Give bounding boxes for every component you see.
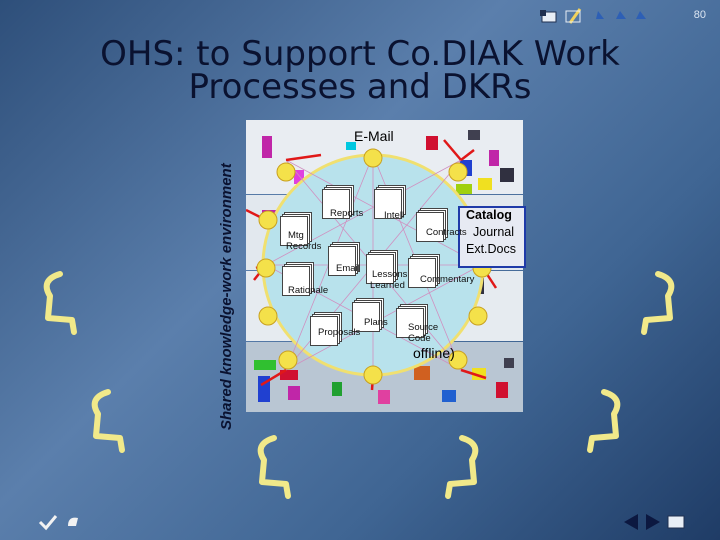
arrow-icon[interactable] [596, 11, 604, 19]
person-figure-6 [641, 271, 675, 335]
email-label: E-Mail [354, 128, 394, 144]
label-records: Records [286, 241, 322, 252]
label-proposals: Proposals [318, 327, 361, 338]
doc-stack-email[interactable] [328, 242, 360, 276]
doc-stack-intell[interactable] [374, 185, 406, 219]
label-ext-docs: Ext.Docs [466, 242, 517, 256]
bottom-left-controls [38, 515, 78, 531]
label-catalog: Catalog [466, 208, 512, 222]
home-icon[interactable] [540, 10, 557, 23]
bottom-right-controls [624, 514, 685, 530]
label-code: Code [408, 333, 431, 344]
label-email: Email [336, 263, 360, 274]
prev-slide-icon[interactable] [624, 514, 638, 530]
doc-stack-proposals[interactable] [310, 312, 342, 346]
doc-stack-contracts[interactable] [416, 208, 448, 242]
doc-stack-mtg-records[interactable] [280, 212, 312, 246]
title-line-1: OHS: to Support Co.DIAK Work [100, 34, 620, 74]
label-mtg: Mtg [288, 230, 304, 241]
label-source: Source [408, 322, 439, 333]
yellow-nodes [256, 148, 492, 385]
return-icon[interactable] [68, 517, 78, 526]
doc-stack-commentary[interactable] [408, 254, 440, 288]
checkmark-icon[interactable] [38, 515, 58, 531]
person-figure-5 [587, 389, 621, 453]
person-figure-1 [43, 271, 77, 335]
pencil-icon[interactable] [565, 8, 582, 24]
doc-stack-rationale[interactable] [282, 262, 314, 296]
label-rationale: Rationale [288, 285, 329, 296]
back-icon[interactable] [616, 11, 626, 19]
forward-icon[interactable] [636, 11, 646, 19]
label-contracts: Contracts [426, 227, 467, 238]
label-offline: offline) [413, 345, 455, 361]
label-lessons: Lessons [372, 269, 408, 280]
person-figure-3 [257, 435, 291, 499]
label-learned: Learned [370, 280, 405, 291]
person-figure-4 [445, 435, 479, 499]
doc-stack-plans[interactable] [352, 298, 384, 332]
doc-stack-source-code[interactable] [396, 304, 428, 338]
label-intell: Intell [384, 210, 405, 221]
catalog-panel [458, 206, 526, 268]
page-number: 80 [693, 9, 706, 21]
label-commentary: Commentary [420, 274, 475, 285]
toolbar [540, 7, 660, 25]
fullscreen-icon[interactable] [667, 515, 685, 529]
toolbar-icons [540, 8, 646, 24]
person-figure-2 [91, 389, 125, 453]
slide-title: OHS: to Support Co.DIAK Work Processes a… [40, 34, 680, 107]
label-reports: Reports [330, 208, 364, 219]
doc-stack-lessons[interactable] [366, 250, 398, 284]
doc-stack-reports[interactable] [322, 185, 354, 219]
label-journal: Journal [473, 225, 514, 239]
next-slide-icon[interactable] [646, 514, 660, 530]
label-plans: Plans [364, 317, 388, 328]
title-line-2: Processes and DKRs [188, 67, 532, 107]
